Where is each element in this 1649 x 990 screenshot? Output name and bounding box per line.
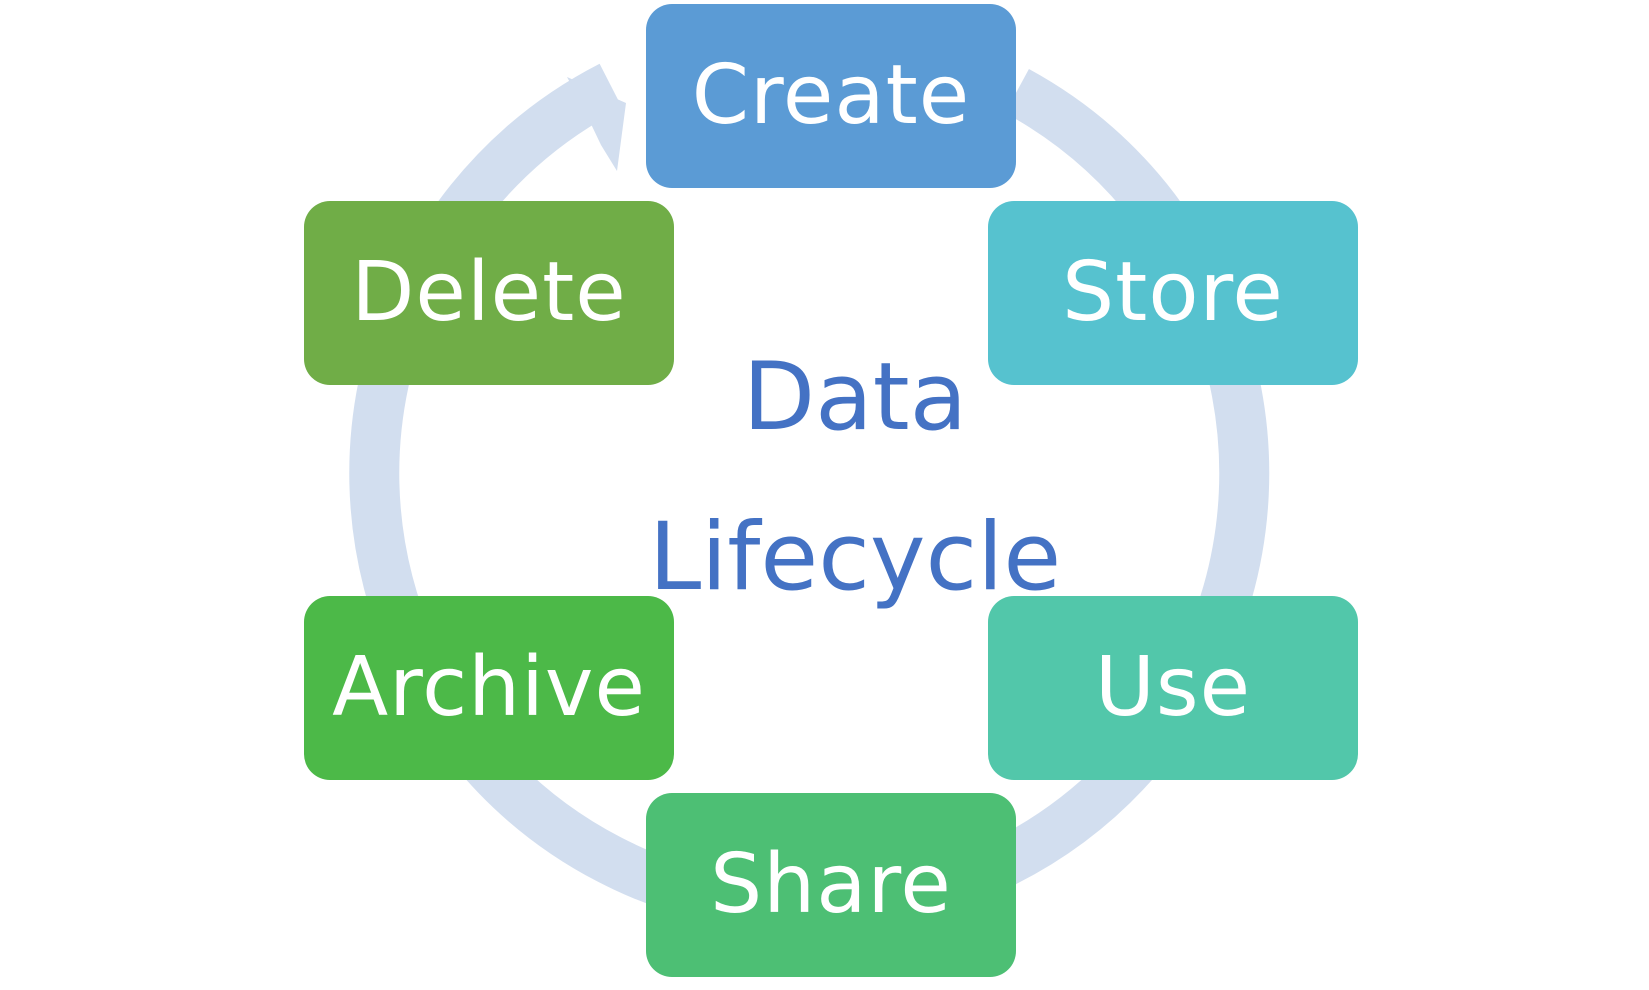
stage-store[interactable]: Store (988, 201, 1358, 385)
diagram-center-title: Data Lifecycle (560, 318, 1150, 638)
stage-delete[interactable]: Delete (304, 201, 674, 385)
stage-create[interactable]: Create (646, 4, 1016, 188)
stage-share[interactable]: Share (646, 793, 1016, 977)
cycle-arrowhead-icon (567, 77, 626, 171)
center-title-line1: Data (742, 343, 968, 452)
stage-use[interactable]: Use (988, 596, 1358, 780)
stage-archive[interactable]: Archive (304, 596, 674, 780)
center-title-line2: Lifecycle (648, 503, 1062, 612)
